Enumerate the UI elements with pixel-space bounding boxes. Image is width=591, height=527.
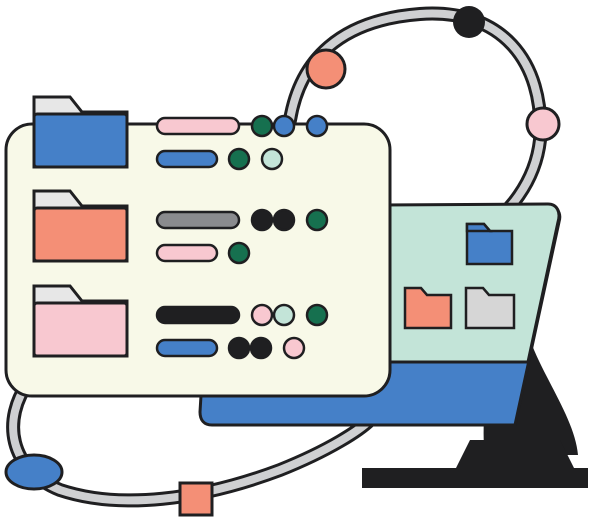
ring-node-pink — [525, 106, 561, 142]
pink-folder-icon — [32, 284, 129, 358]
file-row-6 — [155, 336, 306, 360]
coral-folder-icon — [32, 189, 129, 263]
ring-node-square — [178, 481, 214, 517]
file-row-4 — [155, 241, 251, 265]
monitor-folder-grey — [464, 286, 516, 330]
ring-node-blue — [4, 453, 64, 491]
ring-nodes — [4, 6, 561, 517]
blue-folder-icon — [32, 95, 129, 169]
file-row-1 — [155, 114, 329, 138]
ring-node-coral — [305, 48, 347, 90]
ring-node-black — [453, 6, 485, 38]
monitor-folder-coral — [403, 286, 453, 330]
monitor-folder-blue — [465, 222, 514, 266]
file-row-3 — [155, 208, 329, 232]
file-row-5 — [155, 303, 329, 327]
file-row-2 — [155, 147, 284, 171]
